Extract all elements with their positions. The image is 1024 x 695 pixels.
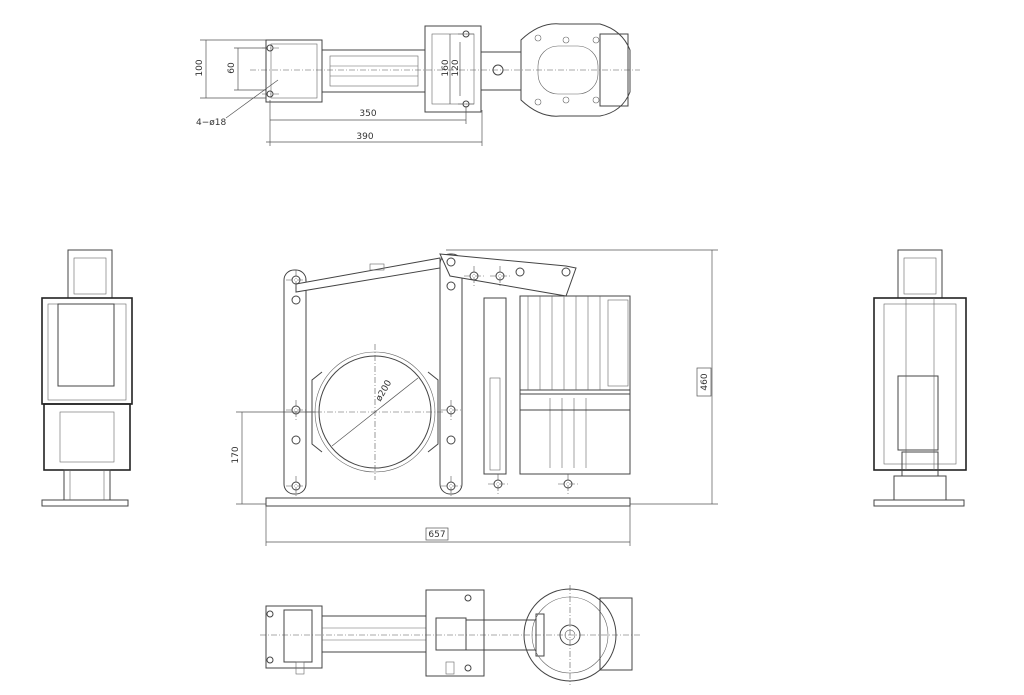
dim-top-block-inner: 120 [451,59,461,76]
dim-front-drum-diameter: ø200 [374,378,394,403]
top-plan-view: 100 60 4−ø18 350 390 160 120 [195,23,640,146]
dim-top-block-outer: 160 [441,59,451,76]
dim-top-base-length: 390 [356,132,373,142]
dim-top-height-outer: 100 [195,59,205,76]
dim-front-overall-height: 460 [700,373,710,390]
left-side-view [41,249,133,507]
dim-top-height-inner: 60 [227,62,237,74]
front-elevation-view: ø200 170 460 657 [231,249,718,546]
dim-front-center-height: 170 [231,446,241,463]
dim-top-bolt-spacing: 350 [359,109,376,119]
bottom-plan-view [260,585,640,685]
dim-front-overall-length: 657 [428,530,445,540]
dim-top-hole-spec: 4−ø18 [196,118,226,128]
right-side-view [873,249,967,507]
